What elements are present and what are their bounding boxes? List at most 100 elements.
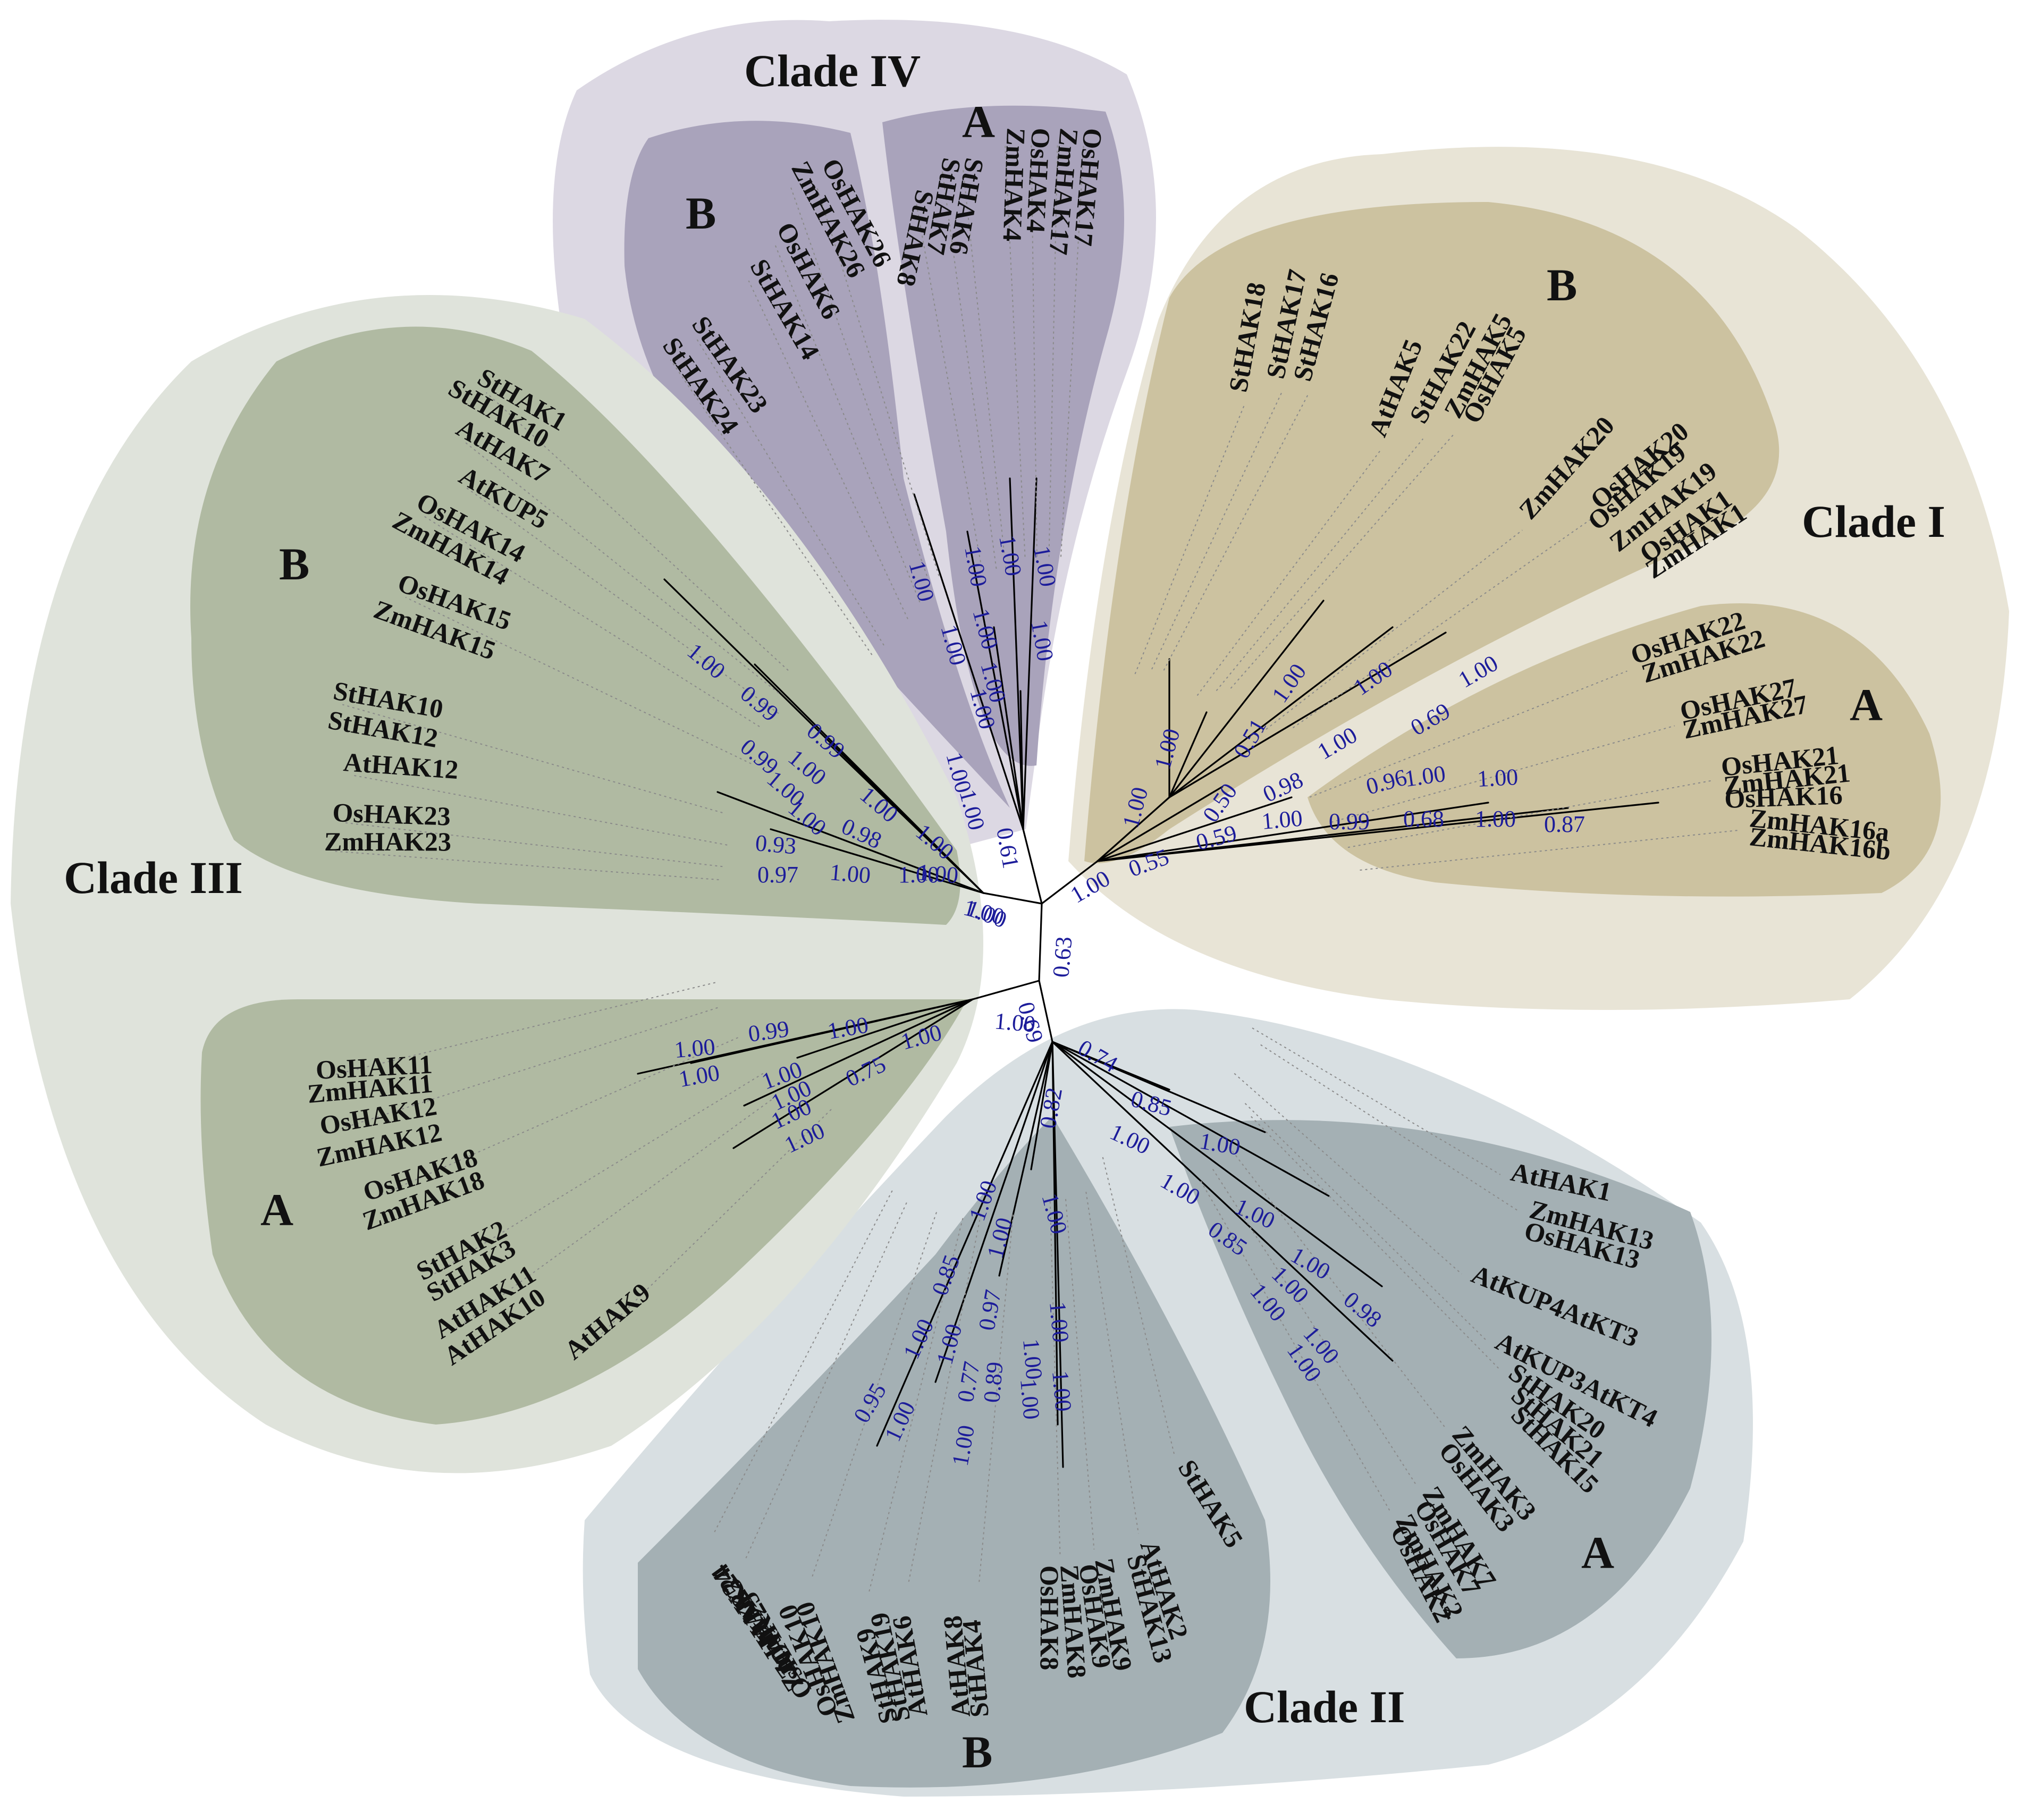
tree-branch-clade-i [1168, 626, 1394, 798]
tree-branch-clade-iii [716, 791, 984, 894]
leaf-leader-lines [326, 143, 1739, 1592]
bootstrap-value: 0.99 [1329, 808, 1370, 835]
tree-branches [637, 477, 1659, 1468]
tree-branch [982, 892, 1043, 905]
tree-branch-clade-i [1168, 600, 1325, 798]
tree-branch-clade-ii [1030, 1041, 1053, 1170]
bootstrap-value: 0.87 [1544, 811, 1585, 837]
clade-iii-title: Clade III [64, 852, 243, 903]
bootstrap-clade-iii: 1.00 1.00 0.99 0.99 1.00 1.00 1.00 0.98 … [673, 638, 1037, 1158]
leaf-leader-line [431, 1073, 764, 1276]
clade-ii-a-label: A [1581, 1527, 1614, 1578]
leaf-label: OsHAK4 [1021, 127, 1056, 233]
leaf-leader-line [486, 392, 789, 671]
clade-i-b-label: B [1547, 259, 1577, 310]
clade-ii-a-hull [1169, 1120, 1711, 1658]
bootstrap-value: 1.00 [916, 859, 959, 889]
tree-branch-clade-iv [1009, 477, 1024, 830]
tree-branch-clade-iv [913, 493, 1024, 830]
tree-branch-clade-ii [1051, 1041, 1394, 1362]
tree-branch [1038, 903, 1043, 982]
leaf-leader-line [670, 359, 873, 655]
leaf-leader-line [1134, 403, 1246, 675]
tree-branch-clade-i [1097, 796, 1293, 862]
tree-branch-clade-i [1168, 631, 1447, 798]
tree-branch-clade-i [1097, 786, 1224, 862]
bootstrap-value: 1.00 [1047, 1370, 1077, 1413]
leaf-label: OsHAK8 [1035, 1565, 1065, 1670]
leaf-leader-line [1196, 449, 1381, 696]
leaf-leader-line [1230, 433, 1455, 689]
bootstrap-value: 0.97 [757, 862, 798, 888]
leaf-leader-line [1261, 529, 1523, 734]
tree-branch [972, 980, 1040, 1000]
clade-iv-title: Clade IV [744, 45, 921, 96]
leaf-leader-line [334, 850, 719, 880]
tree-branch-clade-ii [1051, 1041, 1064, 1468]
tree-branch-clade-ii [876, 1041, 1053, 1447]
tree-branch-clade-iii [637, 998, 974, 1075]
leaf-leader-line [915, 201, 985, 584]
clade-iv-b-hull [624, 121, 1010, 808]
leaf-leader-line [1260, 1044, 1520, 1212]
leaf-leader-line [1292, 518, 1592, 729]
leaf-leader-line [465, 486, 779, 714]
bootstrap-value: 0.63 [1048, 936, 1077, 979]
leaf-leader-line [811, 1212, 937, 1580]
tree-branch-clade-ii [1051, 1041, 1266, 1133]
clade-i-title: Clade I [1802, 496, 1945, 547]
leaf-leader-line [978, 1214, 1014, 1585]
leaf-leader-line [1085, 1192, 1139, 1534]
tree-branch-clade-iii [796, 998, 974, 1059]
bootstrap-clade-iv: 0.61 1.00 1.00 1.00 1.00 1.00 1.00 1.00 … [904, 533, 1061, 870]
leaf-leader-line [1309, 670, 1627, 798]
leaf-leader-line [1065, 1199, 1095, 1550]
tree-branch-clade-ii [934, 1041, 1053, 1383]
leaf-leader-line [423, 515, 760, 727]
bootstrap-value: 1.00 [1261, 805, 1304, 835]
tree-branch [1041, 860, 1099, 905]
bootstrap-value: 0.61 [991, 825, 1024, 870]
tree-branch [1022, 828, 1043, 905]
leaf-leader-line [1225, 1142, 1445, 1427]
clade-i-a-label: A [1850, 679, 1883, 730]
leaf-leader-line [1331, 725, 1675, 823]
bootstrap-value: 1.00 [1015, 1378, 1045, 1421]
bootstrap-value: 1.00 [1018, 1338, 1048, 1381]
tree-branch-clade-ii [1051, 1041, 1383, 1287]
clade-ii-b-label: B [962, 1726, 992, 1777]
clade-ii-title: Clade II [1244, 1681, 1405, 1732]
tree-branch-clade-i [1097, 802, 1659, 862]
tree-branch-clade-iii [770, 828, 984, 894]
clade-iv-a-label: A [962, 96, 995, 147]
tree-branch-clade-iii [732, 998, 974, 1149]
clade-ii-b-hull [638, 1116, 1270, 1788]
bootstrap-value: 1.00 [1403, 761, 1447, 792]
clade-iii-b-hull [190, 326, 960, 925]
leaf-label: OsHAK16 [1724, 780, 1843, 814]
leaf-leader-line [331, 1007, 718, 1132]
bootstrap-value: 1.00 [993, 1008, 1036, 1038]
tree-branch-clade-iv [966, 530, 1024, 830]
leaf-leader-line [696, 338, 884, 646]
tree-branch-clade-ii [998, 1041, 1053, 1277]
leaf-label: OsHAK23 [332, 797, 451, 831]
leaf-leader-line [941, 170, 997, 569]
clade-iv-a-hull [882, 105, 1124, 766]
leaf-leader-line [745, 1202, 907, 1559]
leaf-leader-line [714, 1190, 893, 1532]
leaf-leader-line [1163, 394, 1309, 671]
bootstrap-value: 1.00 [829, 859, 872, 889]
leaf-leader-line [816, 185, 940, 576]
bootstrap-value: 0.93 [754, 830, 797, 860]
bootstrap-value: 1.00 [1475, 806, 1516, 832]
leaf-leader-line [1252, 1027, 1501, 1175]
leaf-leader-line [449, 1099, 772, 1334]
clade-i-b-hull [1084, 202, 1780, 863]
leaf-leader-line [405, 596, 752, 764]
bootstrap-value: 0.68 [1403, 806, 1444, 832]
leaf-label: OsHAK11 [315, 1049, 433, 1085]
bootstrap-value: 1.00 [1477, 764, 1519, 792]
leaf-leader-line [1212, 1168, 1417, 1485]
bootstrap-value: 1.00 [1044, 1301, 1074, 1344]
